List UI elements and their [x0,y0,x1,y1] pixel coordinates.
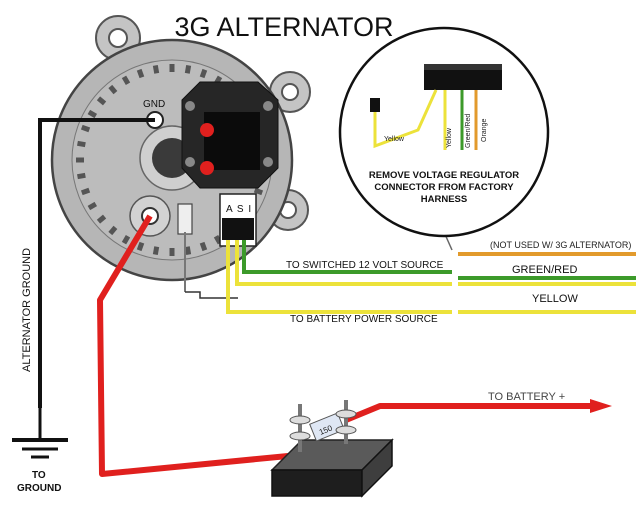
inset-caption-3: HARNESS [421,194,467,205]
yellow-wire [235,240,452,286]
to-label: TO [32,470,46,481]
vent-slot [77,172,86,180]
vent-slot [96,214,107,224]
mega-fuse-holder: 150 [270,400,394,498]
not-used-label: (NOT USED W/ 3G ALTERNATOR) [490,240,631,250]
inset-green-red-label: Green/Red [465,114,472,148]
inset-caption-2: CONNECTOR FROM FACTORY [374,182,514,193]
vent-slot [184,246,192,255]
vent-slot [184,65,192,74]
arrow-right-icon [590,399,612,413]
ground-label: GROUND [17,483,61,494]
vent-slot [77,140,86,148]
vent-slot [152,246,160,255]
vent-slot [87,201,98,211]
vent-slot [136,68,145,79]
yellow-wire-short [226,240,452,314]
vent-slot [169,64,175,72]
ground-symbol-icon [12,408,68,459]
battery-red-wire [344,403,596,423]
vent-slot [199,68,208,79]
connector-inset [338,26,550,238]
vent-slot [121,234,131,245]
vent-slot [136,241,145,252]
vent-slot [80,187,91,196]
yellow-label: YELLOW [532,293,578,305]
alternator-ground-label: ALTERNATOR GROUND [21,248,33,372]
green-red-label: GREEN/RED [512,264,577,276]
asi-connector: A S I [219,193,257,247]
inset-orange-label: Orange [481,119,488,142]
vent-slot [87,109,98,119]
vent-slot [253,187,264,196]
asi-label: A S I [226,204,252,215]
battery-power-label: TO BATTERY POWER SOURCE [290,314,438,325]
gnd-label: GND [143,99,165,110]
battery-plus-label: TO BATTERY + [488,391,565,403]
switched-source-label: TO SWITCHED 12 VOLT SOURCE [286,260,444,271]
vent-slot [80,124,91,133]
output-red-wire [97,214,289,477]
ground-wire [38,118,155,408]
inset-yellow-label: Yellow [384,136,405,143]
jumper-lead [185,291,238,299]
vent-slot [96,96,107,106]
inset-caption-1: REMOVE VOLTAGE REGULATOR [369,170,519,181]
diagram-title: 3G ALTERNATOR [174,12,393,42]
vent-slot [108,225,118,236]
vent-slot [199,241,208,252]
green-red-wire [242,240,452,274]
vent-slot [169,248,175,256]
vent-slot [121,75,131,86]
stator-terminal [177,203,193,235]
vent-slot [76,157,84,163]
vent-slot [152,65,160,74]
voltage-regulator [181,81,279,189]
inset-yellow2-label: Yellow [446,127,453,148]
vent-slot [108,84,118,95]
